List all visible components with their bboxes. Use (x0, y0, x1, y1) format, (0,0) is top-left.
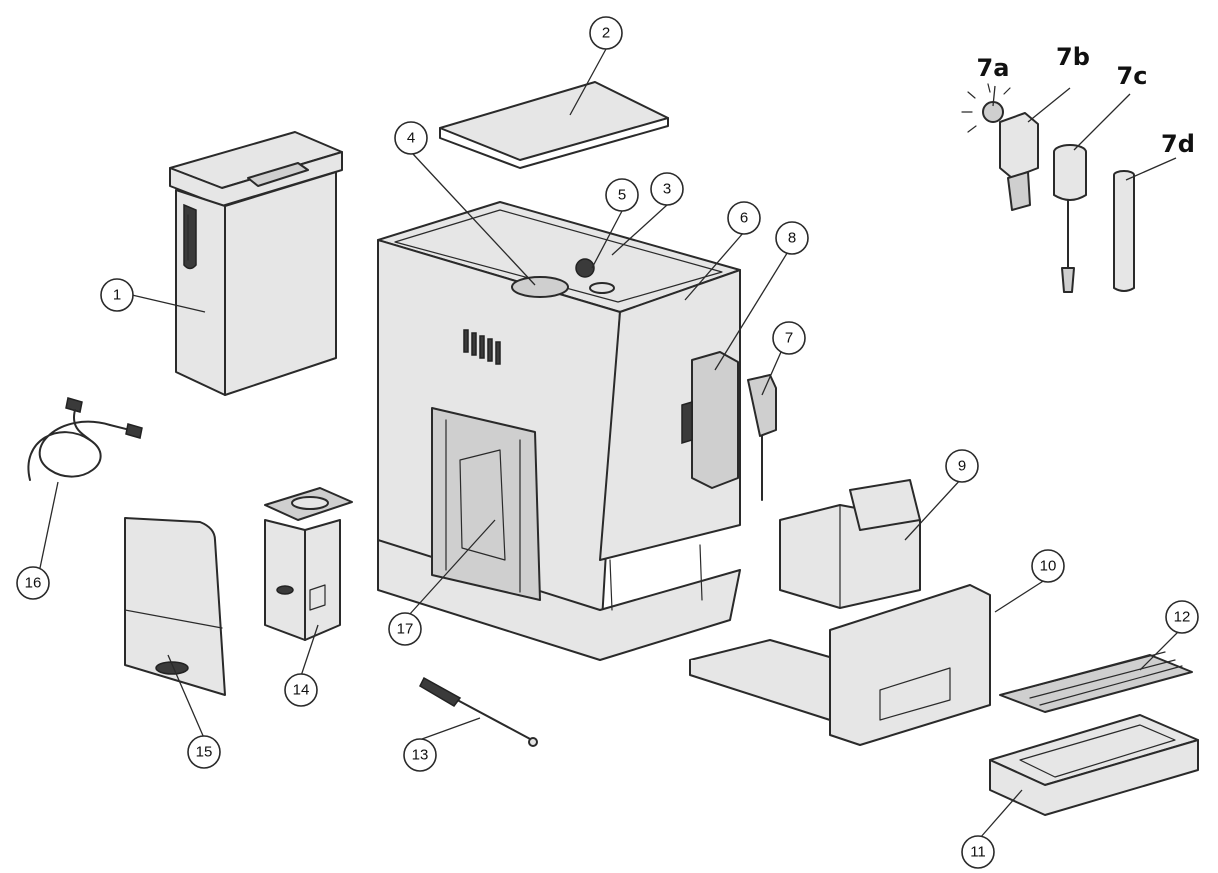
callout-7: 7 (772, 321, 806, 355)
label-7c: 7c (1117, 62, 1148, 90)
part-7c-frother-tube (1053, 144, 1087, 293)
part-12-drip-grille (999, 651, 1193, 713)
callout-12-label: 12 (1174, 609, 1191, 626)
callout-4: 4 (394, 121, 428, 155)
part-15-drawer-cover (124, 517, 226, 696)
part-2-lid (439, 81, 669, 169)
leader-lines (39, 48, 1181, 839)
callout-5-label: 5 (618, 187, 626, 204)
callout-11-label: 11 (970, 844, 986, 861)
callout-16-label: 16 (25, 575, 42, 592)
part-1-water-tank (169, 131, 343, 396)
callout-2-label: 2 (602, 25, 610, 42)
part-13-cleaning-brush (419, 676, 538, 747)
label-7a: 7a (977, 54, 1010, 82)
callout-13: 13 (403, 738, 437, 772)
callout-8: 8 (775, 221, 809, 255)
callout-17-label: 17 (397, 621, 414, 638)
part-16-power-cord (27, 397, 143, 481)
callout-8-label: 8 (788, 230, 796, 247)
callout-1: 1 (100, 278, 134, 312)
callout-15: 15 (187, 735, 221, 769)
callout-10: 10 (1031, 549, 1065, 583)
label-7b: 7b (1056, 43, 1090, 71)
callout-11: 11 (961, 835, 995, 869)
callout-14: 14 (284, 673, 318, 707)
part-11-drip-tray (989, 714, 1199, 816)
callout-3-label: 3 (663, 181, 671, 198)
callout-4-label: 4 (407, 130, 415, 147)
callout-14-label: 14 (293, 682, 310, 699)
part-9-grounds-container (779, 479, 921, 609)
callout-15-label: 15 (196, 744, 213, 761)
callout-6: 6 (727, 201, 761, 235)
part-10-drip-tray-frame (689, 584, 991, 746)
callout-3: 3 (650, 172, 684, 206)
callout-16: 16 (16, 566, 50, 600)
callout-9-label: 9 (958, 458, 966, 475)
callout-5: 5 (605, 178, 639, 212)
callout-9: 9 (945, 449, 979, 483)
part-14-brew-unit (264, 487, 353, 641)
part-7b-frother-body (999, 112, 1039, 211)
part-7d-milk-pipe (1113, 170, 1135, 292)
callout-7-label: 7 (785, 330, 793, 347)
callout-17: 17 (388, 612, 422, 646)
main-body (377, 201, 777, 661)
label-7d: 7d (1161, 130, 1195, 158)
callout-2: 2 (589, 16, 623, 50)
callout-12: 12 (1165, 600, 1199, 634)
callout-10-label: 10 (1040, 558, 1057, 575)
callout-6-label: 6 (740, 210, 748, 227)
callout-1-label: 1 (113, 287, 121, 304)
callout-13-label: 13 (412, 747, 429, 764)
